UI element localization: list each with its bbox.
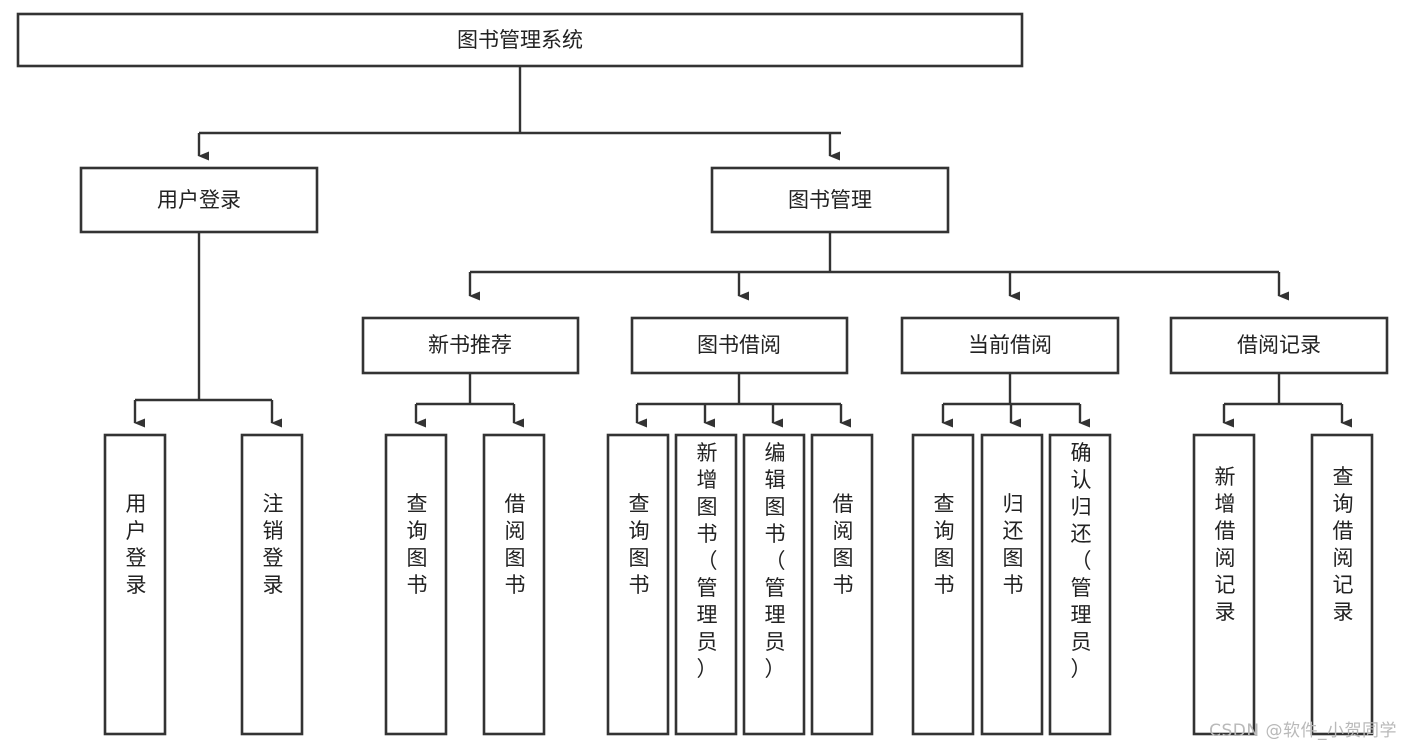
leaf-label-vertical: 借阅图书	[833, 492, 854, 597]
leaf-label-vertical: 借阅图书	[505, 492, 526, 597]
node-user-login[interactable]: 用户登录	[79, 166, 319, 234]
leaf-node[interactable]: 查询借阅记录	[1310, 433, 1374, 736]
leaf-label-vertical: 查询图书	[934, 492, 955, 597]
leaf-label-vertical: 新增图书（管理员）	[697, 441, 718, 681]
node-new-book-recommend-label: 新书推荐	[428, 333, 512, 357]
node-borrow-record[interactable]: 借阅记录	[1169, 316, 1389, 375]
leaf-label-vertical: 查询图书	[629, 492, 650, 597]
leaf-node[interactable]: 借阅图书	[482, 433, 546, 736]
leaf-label-vertical: 用户登录	[126, 492, 147, 597]
connector-group-user-login	[133, 232, 282, 428]
leaf-node[interactable]: 用户登录	[103, 433, 167, 736]
node-borrow-record-label: 借阅记录	[1237, 333, 1321, 357]
leaf-label-vertical: 查询图书	[407, 492, 428, 597]
connector-group-book-management	[468, 232, 1289, 301]
node-book-borrow[interactable]: 图书借阅	[630, 316, 849, 375]
leaf-label-vertical: 查询借阅记录	[1333, 465, 1354, 624]
node-current-borrow-label: 当前借阅	[968, 333, 1052, 357]
connector-group-new-book	[414, 373, 524, 428]
leaf-label-vertical: 归还图书	[1003, 492, 1024, 597]
leaf-label-vertical: 注销登录	[263, 492, 284, 597]
node-book-management-label: 图书管理	[788, 188, 872, 212]
leaf-label-vertical: 编辑图书（管理员）	[765, 441, 786, 681]
leaf-label-vertical: 确认归还（管理员）	[1071, 441, 1092, 681]
leaf-node[interactable]: 编辑图书（管理员）	[742, 433, 806, 736]
node-new-book-recommend[interactable]: 新书推荐	[361, 316, 580, 375]
leaf-node[interactable]: 新增借阅记录	[1192, 433, 1256, 736]
node-root-label: 图书管理系统	[457, 28, 583, 52]
leaf-node[interactable]: 查询图书	[606, 433, 670, 736]
node-user-login-label: 用户登录	[157, 188, 241, 212]
leaf-node[interactable]: 确认归还（管理员）	[1048, 433, 1112, 736]
node-book-management[interactable]: 图书管理	[710, 166, 950, 234]
leaf-node[interactable]: 查询图书	[384, 433, 448, 736]
connector-group-current-borrow	[941, 373, 1090, 428]
leaf-label-vertical: 新增借阅记录	[1215, 465, 1236, 624]
node-current-borrow[interactable]: 当前借阅	[900, 316, 1120, 375]
leaf-node[interactable]: 归还图书	[980, 433, 1044, 736]
leaf-node[interactable]: 注销登录	[240, 433, 304, 736]
leaf-node[interactable]: 新增图书（管理员）	[674, 433, 738, 736]
connector-group-book-borrow	[635, 373, 851, 428]
connector-group-borrow-record	[1222, 373, 1352, 428]
connector-group-root	[197, 66, 841, 161]
node-root[interactable]: 图书管理系统	[16, 12, 1024, 68]
node-book-borrow-label: 图书借阅	[697, 333, 781, 357]
leaf-node[interactable]: 借阅图书	[810, 433, 874, 736]
leaf-node[interactable]: 查询图书	[911, 433, 975, 736]
